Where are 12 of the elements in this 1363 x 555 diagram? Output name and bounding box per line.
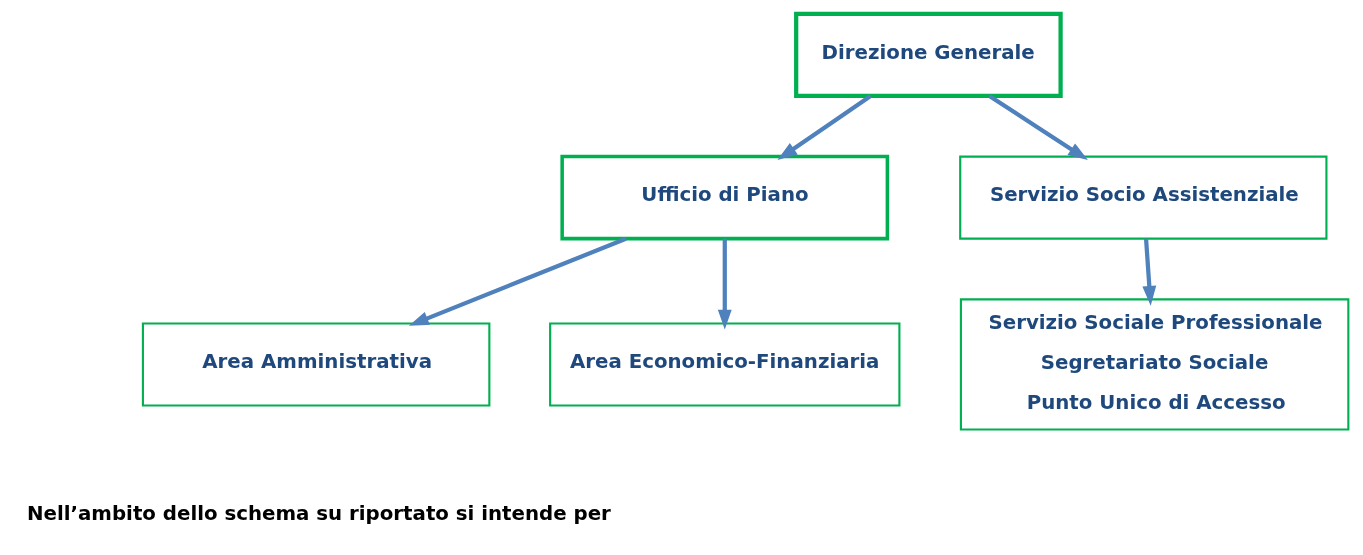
node-box: Ufficio di Piano xyxy=(559,154,889,241)
label: Nell’ambito dello schema su riportato si intende per xyxy=(26,501,611,525)
node-box: Area Amministrativa xyxy=(141,322,490,407)
node-box: Direzione Generale xyxy=(793,11,1063,98)
arrow xyxy=(987,94,1088,161)
node-box: Area Economico-Finanziaria xyxy=(548,322,900,407)
arrow xyxy=(776,94,872,160)
node-box: Servizio Socio Assistenziale xyxy=(958,155,1327,240)
arrow xyxy=(717,238,732,330)
arrow xyxy=(1141,238,1156,306)
node-box: Servizio Sociale Professionale Segretariato Sociale Punto Unico di Accesso xyxy=(959,298,1349,431)
arrow xyxy=(408,236,627,326)
